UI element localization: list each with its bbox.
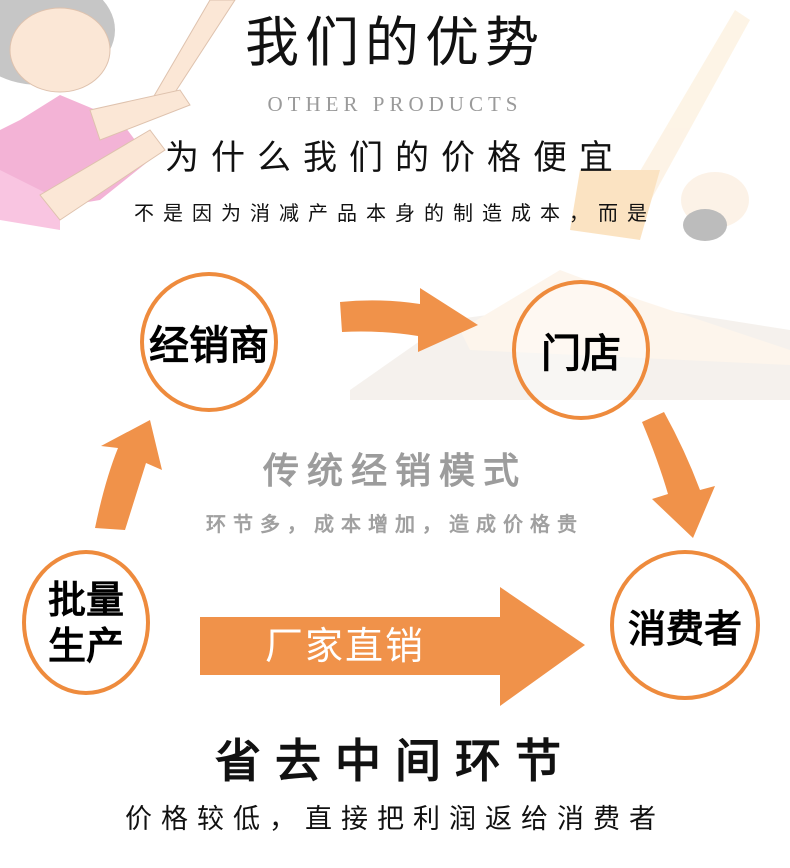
reason-text: 不是因为消减产品本身的制造成本，而是 [134, 201, 656, 225]
question-heading: 为什么我们的价格便宜 [165, 138, 625, 178]
page-title: 我们的优势 [245, 11, 545, 74]
node-store: 门店 [512, 280, 650, 420]
node-distributor: 经销商 [140, 272, 278, 412]
node-producer-label: 批量生产 [48, 577, 125, 668]
footer-description: 价格较低，直接把利润返给消费者 [125, 804, 665, 835]
arrow-right-icon [340, 288, 478, 352]
footer-title: 省去中间环节 [215, 734, 575, 788]
traditional-model-description: 环节多，成本增加，造成价格贵 [206, 512, 584, 536]
node-producer: 批量生产 [22, 550, 150, 695]
node-store-label: 门店 [541, 331, 621, 377]
node-distributor-label: 经销商 [149, 323, 269, 369]
english-subtitle: OTHER PRODUCTS [267, 92, 523, 116]
node-consumer: 消费者 [610, 550, 760, 700]
traditional-model-title: 传统经销模式 [262, 451, 527, 492]
node-consumer-label: 消费者 [627, 606, 742, 651]
direct-sales-label: 厂家直销 [264, 624, 425, 668]
